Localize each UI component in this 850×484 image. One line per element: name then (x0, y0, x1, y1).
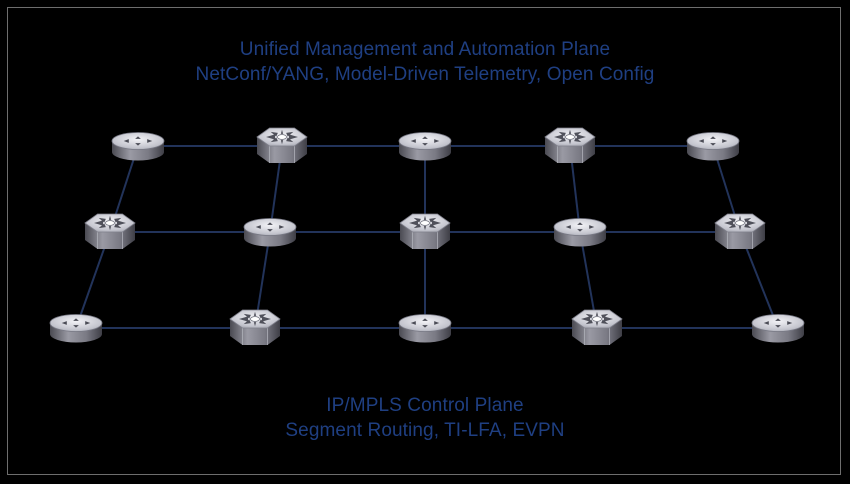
router-icon (243, 218, 297, 247)
control-plane-title: IP/MPLS Control Plane (326, 395, 524, 416)
router-icon (398, 132, 452, 161)
switch-icon (714, 213, 766, 249)
switch-icon (229, 309, 281, 345)
router-icon (398, 314, 452, 343)
diagram-frame (7, 7, 841, 475)
router-icon (686, 132, 740, 161)
control-plane-caption: IP/MPLS Control Plane Segment Routing, T… (0, 393, 850, 443)
switch-icon (256, 127, 308, 163)
management-plane-caption: Unified Management and Automation Plane … (0, 37, 850, 87)
management-plane-title: Unified Management and Automation Plane (239, 39, 611, 60)
router-icon (553, 218, 607, 247)
switch-icon (571, 309, 623, 345)
switch-icon (544, 127, 596, 163)
switch-icon (399, 213, 451, 249)
router-icon (751, 314, 805, 343)
management-plane-subtitle: NetConf/YANG, Model-Driven Telemetry, Op… (195, 64, 655, 85)
devices-layer (49, 127, 805, 345)
router-icon (111, 132, 165, 161)
switch-icon (84, 213, 136, 249)
control-plane-subtitle: Segment Routing, TI-LFA, EVPN (285, 420, 565, 441)
router-icon (49, 314, 103, 343)
